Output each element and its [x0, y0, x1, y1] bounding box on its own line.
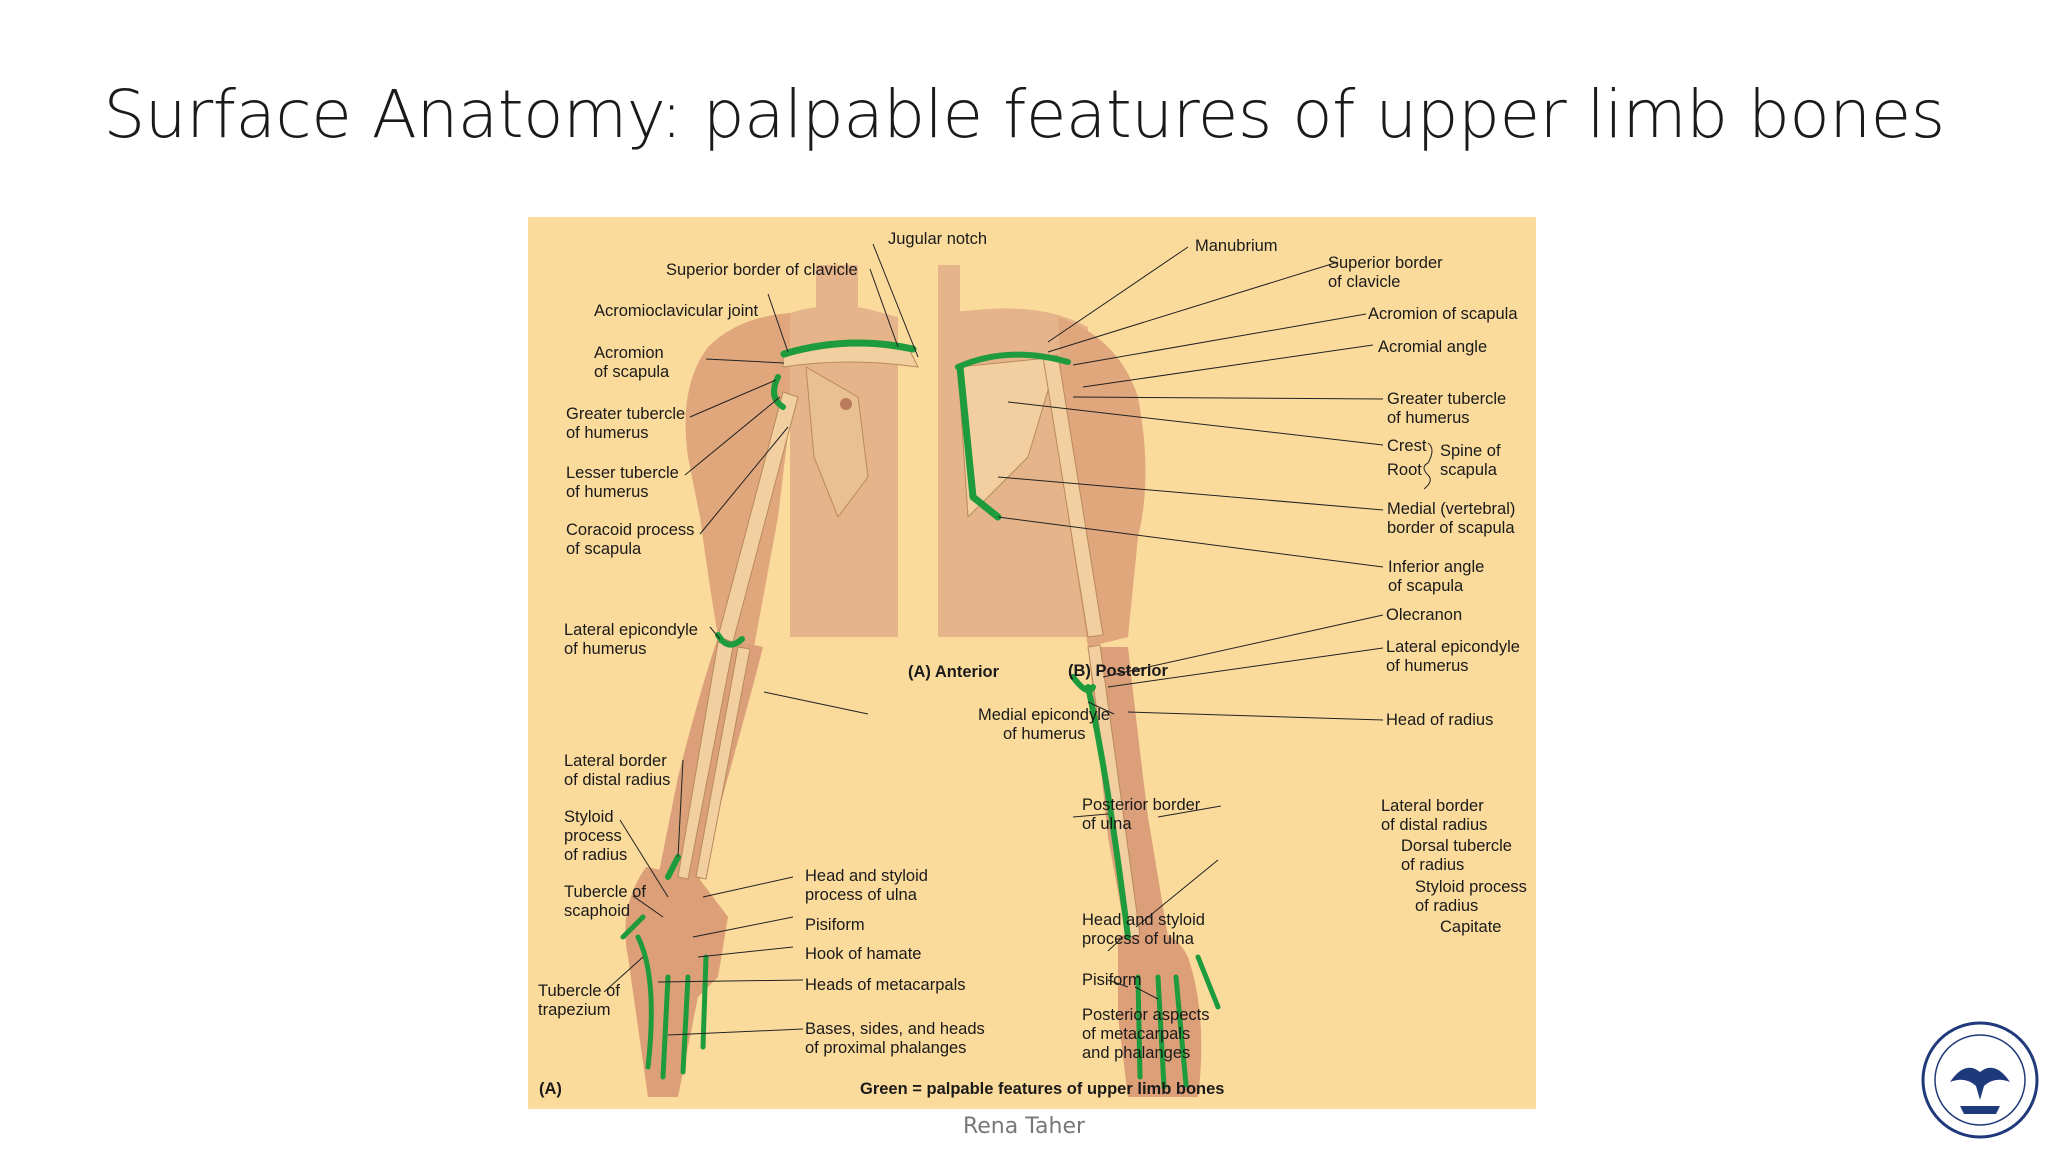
- label-spine-2: scapula: [1440, 461, 1498, 479]
- university-seal-icon: [1921, 1021, 2039, 1139]
- label-lateral-border-radius-left-1: Lateral border: [564, 752, 667, 770]
- label-head-styloid-ulna-b-2: process of ulna: [1082, 930, 1195, 948]
- label-styloid-radius-right-2: of radius: [1415, 897, 1478, 915]
- anterior-body: [620, 265, 919, 1097]
- label-greater-tubercle-left-1: Greater tubercle: [566, 405, 685, 423]
- label-posterior-aspects-3: and phalanges: [1082, 1044, 1190, 1062]
- label-superior-border-clavicle-left: Superior border of clavicle: [666, 261, 858, 279]
- figure-legend: Green = palpable features of upper limb …: [860, 1080, 1224, 1098]
- label-acromion-1: Acromion: [594, 344, 664, 362]
- posterior-body: [938, 265, 1221, 1097]
- leader-lines: [603, 243, 1384, 1036]
- label-lateral-epicondyle-left-1: Lateral epicondyle: [564, 621, 698, 639]
- label-greater-tubercle-right-1: Greater tubercle: [1387, 390, 1506, 408]
- label-tubercle-trapezium-2: trapezium: [538, 1001, 610, 1019]
- label-panel-posterior: (B) Posterior: [1068, 662, 1169, 680]
- label-greater-tubercle-left-2: of humerus: [566, 424, 649, 442]
- label-bases-phalanges-2: of proximal phalanges: [805, 1039, 966, 1057]
- label-tubercle-scaphoid-2: scaphoid: [564, 902, 630, 920]
- label-head-styloid-ulna-2: process of ulna: [805, 886, 918, 904]
- label-styloid-radius-right-1: Styloid process: [1415, 878, 1527, 896]
- label-medial-border-2: border of scapula: [1387, 519, 1515, 537]
- label-dorsal-tubercle-2: of radius: [1401, 856, 1464, 874]
- label-spine-1: Spine of: [1440, 442, 1501, 460]
- label-medial-epicondyle-1: Medial epicondyle: [978, 706, 1110, 724]
- label-posterior-aspects-2: of metacarpals: [1082, 1025, 1190, 1043]
- label-lateral-epicondyle-right-2: of humerus: [1386, 657, 1469, 675]
- label-olecranon: Olecranon: [1386, 606, 1462, 624]
- label-manubrium: Manubrium: [1195, 237, 1278, 255]
- label-styloid-radius-left-1: Styloid: [564, 808, 614, 826]
- spine-brace-icon: [1423, 442, 1433, 490]
- label-corner-tag: (A): [539, 1080, 562, 1098]
- label-medial-border-1: Medial (vertebral): [1387, 500, 1515, 518]
- slide-title: Surface Anatomy: palpable features of up…: [103, 76, 1945, 153]
- label-root: Root: [1387, 461, 1422, 479]
- label-lateral-border-radius-left-2: of distal radius: [564, 771, 670, 789]
- label-acromion-2: of scapula: [594, 363, 670, 381]
- label-superior-border-clavicle-right-2: of clavicle: [1328, 273, 1400, 291]
- label-dorsal-tubercle-1: Dorsal tubercle: [1401, 837, 1512, 855]
- label-acromioclavicular-joint: Acromioclavicular joint: [594, 302, 759, 320]
- label-posterior-border-ulna-1: Posterior border: [1082, 796, 1201, 814]
- label-head-styloid-ulna-b-1: Head and styloid: [1082, 911, 1205, 929]
- label-pisiform-b: Pisiform: [1082, 971, 1142, 989]
- label-superior-border-clavicle-right-1: Superior border: [1328, 254, 1443, 272]
- anatomy-figure: Jugular notch Manubrium Superior border …: [528, 217, 1536, 1109]
- label-lateral-border-radius-right-2: of distal radius: [1381, 816, 1487, 834]
- label-lateral-epicondyle-right-1: Lateral epicondyle: [1386, 638, 1520, 656]
- label-jugular-notch: Jugular notch: [888, 230, 987, 248]
- footer-credit: Rena Taher: [962, 1114, 1086, 1139]
- label-posterior-aspects-1: Posterior aspects: [1082, 1006, 1209, 1024]
- label-tubercle-trapezium-1: Tubercle of: [538, 982, 620, 1000]
- label-tubercle-scaphoid-1: Tubercle of: [564, 883, 646, 901]
- label-posterior-border-ulna-2: of ulna: [1082, 815, 1132, 833]
- label-panel-anterior: (A) Anterior: [908, 663, 1000, 681]
- label-medial-epicondyle-2: of humerus: [1003, 725, 1086, 743]
- label-coracoid-1: Coracoid process: [566, 521, 694, 539]
- label-head-radius: Head of radius: [1386, 711, 1493, 729]
- label-hook-hamate: Hook of hamate: [805, 945, 921, 963]
- label-lesser-tubercle-2: of humerus: [566, 483, 649, 501]
- label-heads-metacarpals: Heads of metacarpals: [805, 976, 966, 994]
- label-inferior-angle-2: of scapula: [1388, 577, 1464, 595]
- label-pisiform: Pisiform: [805, 916, 865, 934]
- label-coracoid-2: of scapula: [566, 540, 642, 558]
- label-inferior-angle-1: Inferior angle: [1388, 558, 1484, 576]
- label-bases-phalanges-1: Bases, sides, and heads: [805, 1020, 985, 1038]
- label-greater-tubercle-right-2: of humerus: [1387, 409, 1470, 427]
- label-lesser-tubercle-1: Lesser tubercle: [566, 464, 679, 482]
- label-acromial-angle: Acromial angle: [1378, 338, 1487, 356]
- label-crest: Crest: [1387, 437, 1427, 455]
- label-acromion-scapula: Acromion of scapula: [1368, 305, 1518, 323]
- label-lateral-epicondyle-left-2: of humerus: [564, 640, 647, 658]
- label-lateral-border-radius-right-1: Lateral border: [1381, 797, 1484, 815]
- label-styloid-radius-left-3: of radius: [564, 846, 627, 864]
- anatomy-illustration: Jugular notch Manubrium Superior border …: [538, 230, 1527, 1098]
- label-capitate: Capitate: [1440, 918, 1501, 936]
- label-head-styloid-ulna-1: Head and styloid: [805, 867, 928, 885]
- label-styloid-radius-left-2: process: [564, 827, 622, 845]
